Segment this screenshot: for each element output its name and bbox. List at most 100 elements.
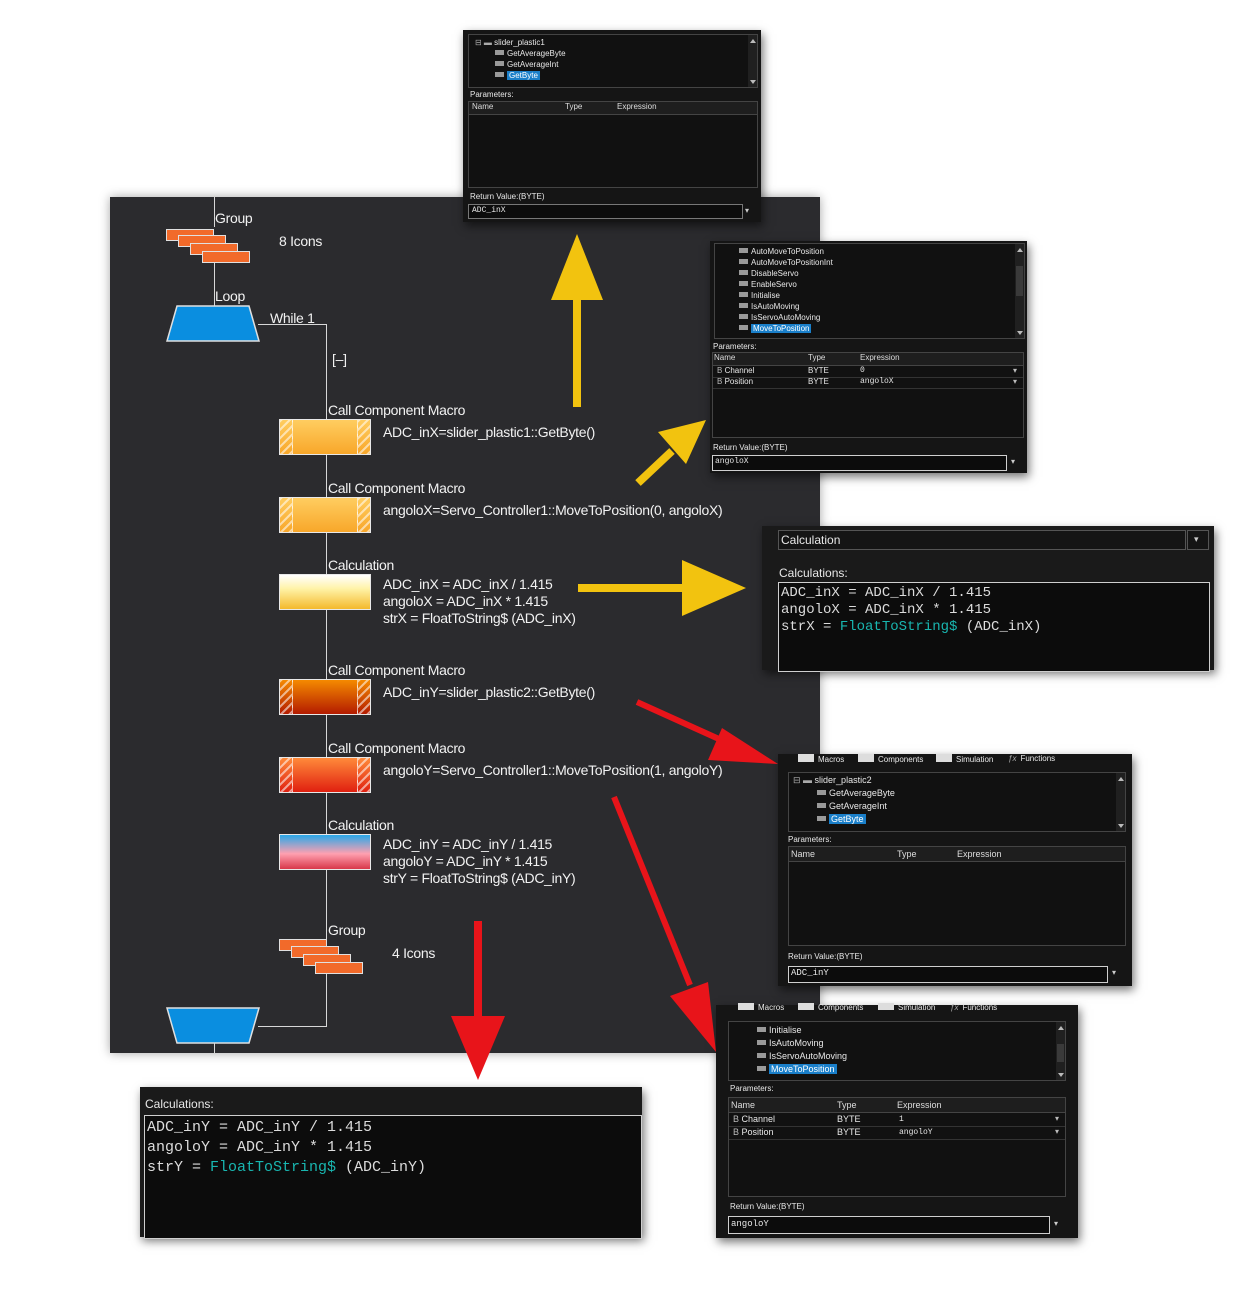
tree-node-macro-selected[interactable]: MoveToPosition bbox=[757, 1064, 837, 1074]
tree-node-macro-selected[interactable]: GetByte bbox=[495, 71, 540, 80]
parameters-grid[interactable]: Name Type Expression B Channel BYTE 0 ▾ … bbox=[712, 352, 1024, 438]
red-arrow-down-right bbox=[611, 795, 716, 1052]
calculation-icon[interactable] bbox=[279, 834, 371, 870]
tree-node-macro[interactable]: AutoMoveToPositionInt bbox=[739, 258, 833, 267]
component-macro-icon[interactable] bbox=[279, 679, 371, 715]
collapse-toggle[interactable]: [–] bbox=[332, 351, 347, 367]
chevron-down-icon[interactable]: ▾ bbox=[745, 206, 750, 215]
return-value-input[interactable]: ADC_inX bbox=[468, 204, 743, 219]
return-value-label: Return Value:(BYTE) bbox=[730, 1202, 805, 1211]
tree-node-macro[interactable]: Initialise bbox=[757, 1025, 802, 1035]
tab-components[interactable]: Components bbox=[858, 754, 923, 764]
parameters-label: Parameters: bbox=[730, 1084, 774, 1093]
flow-wire bbox=[214, 249, 215, 309]
tree-node-macro[interactable]: IsAutoMoving bbox=[757, 1038, 824, 1048]
calculation-icon[interactable] bbox=[279, 574, 371, 610]
param-row[interactable]: B Channel BYTE 0 ▾ bbox=[713, 366, 1023, 378]
loop-end-icon[interactable] bbox=[165, 1007, 261, 1045]
group-count: 8 Icons bbox=[279, 233, 323, 249]
flow-wire bbox=[258, 1026, 326, 1027]
tree-node-macro[interactable]: GetAverageInt bbox=[495, 60, 558, 69]
tree-node-component[interactable]: ⊟ ▬ slider_plastic2 bbox=[793, 775, 872, 785]
tab-macros[interactable]: Macros bbox=[738, 1003, 784, 1012]
tree-scrollbar[interactable] bbox=[1056, 1022, 1065, 1080]
group-label: Group bbox=[215, 210, 253, 226]
dropdown-button[interactable]: ▾ bbox=[1187, 530, 1209, 550]
tree-scrollbar[interactable] bbox=[1015, 244, 1024, 338]
tab-simulation[interactable]: Simulation bbox=[936, 754, 993, 764]
parameters-label: Parameters: bbox=[788, 835, 832, 844]
tree-node-macro-selected[interactable]: MoveToPosition bbox=[739, 324, 812, 333]
tree-node-macro[interactable]: Initialise bbox=[739, 291, 780, 300]
icon-type-dropdown[interactable]: Calculation bbox=[778, 530, 1186, 550]
col-expression: Expression bbox=[957, 849, 1002, 859]
col-name: Name bbox=[472, 102, 494, 111]
macro-tree[interactable]: ⊟ ▬ slider_plastic2 GetAverageByte GetAv… bbox=[788, 772, 1126, 832]
macro-title: Call Component Macro bbox=[328, 480, 466, 496]
chevron-down-icon[interactable]: ▾ bbox=[1013, 366, 1018, 375]
component-macro-icon[interactable] bbox=[279, 757, 371, 793]
calculation-dialog-1: Calculation ▾ Calculations: ADC_inX = AD… bbox=[762, 526, 1214, 672]
tree-node-macro[interactable]: GetAverageInt bbox=[817, 801, 887, 811]
macro-tree[interactable]: Initialise IsAutoMoving IsServoAutoMovin… bbox=[728, 1021, 1066, 1081]
tree-scrollbar[interactable] bbox=[748, 35, 757, 87]
component-macro-icon[interactable] bbox=[279, 419, 371, 455]
macro-title: Call Component Macro bbox=[328, 402, 466, 418]
parameters-grid[interactable]: Name Type Expression bbox=[468, 101, 758, 188]
macro-tree[interactable]: ⊟ ▬ slider_plastic1 GetAverageByte GetAv… bbox=[468, 34, 758, 88]
col-type: Type bbox=[837, 1100, 857, 1110]
macro-text: angoloX=Servo_Controller1::MoveToPositio… bbox=[383, 502, 723, 518]
tree-node-macro[interactable]: IsServoAutoMoving bbox=[739, 313, 820, 322]
chevron-down-icon[interactable]: ▾ bbox=[1055, 1114, 1060, 1123]
tab-macros[interactable]: Macros bbox=[798, 754, 844, 764]
param-row[interactable]: B Channel BYTE 1 ▾ bbox=[729, 1113, 1065, 1127]
macro-text: ADC_inY=slider_plastic2::GetByte() bbox=[383, 684, 595, 700]
return-value-input[interactable]: angoloY bbox=[728, 1216, 1050, 1234]
param-row[interactable]: B Position BYTE angoloX ▾ bbox=[713, 377, 1023, 389]
macro-text: angoloY=Servo_Controller1::MoveToPositio… bbox=[383, 762, 723, 778]
tree-scrollbar[interactable] bbox=[1116, 773, 1125, 831]
loop-start-icon[interactable] bbox=[165, 305, 261, 343]
loop-label: Loop bbox=[215, 288, 245, 304]
fx-icon: ƒx bbox=[1008, 754, 1017, 763]
flowchart-canvas[interactable]: Group 8 Icons Loop While 1 [–] Call Comp… bbox=[110, 197, 820, 1053]
tree-node-macro[interactable]: GetAverageByte bbox=[495, 49, 566, 58]
tab-simulation[interactable]: Simulation bbox=[878, 1003, 935, 1012]
chevron-down-icon[interactable]: ▾ bbox=[1055, 1127, 1060, 1136]
group-count: 4 Icons bbox=[392, 945, 436, 961]
tree-node-component[interactable]: ⊟ ▬ slider_plastic1 bbox=[475, 38, 545, 47]
red-arrow-right-down bbox=[635, 699, 778, 764]
tree-node-macro[interactable]: IsServoAutoMoving bbox=[757, 1051, 847, 1061]
chevron-down-icon[interactable]: ▾ bbox=[1011, 457, 1016, 466]
chevron-down-icon[interactable]: ▾ bbox=[1112, 968, 1117, 977]
param-row[interactable]: B Position BYTE angoloY ▾ bbox=[729, 1126, 1065, 1140]
tab-components[interactable]: Components bbox=[798, 1003, 863, 1012]
macro-tree[interactable]: AutoMoveToPosition AutoMoveToPositionInt… bbox=[714, 243, 1025, 339]
component-macro-icon[interactable] bbox=[279, 497, 371, 533]
yellow-arrow-right bbox=[578, 560, 746, 616]
parameters-grid[interactable]: Name Type Expression bbox=[788, 846, 1126, 946]
return-value-input[interactable]: angoloX bbox=[712, 455, 1007, 471]
tree-node-macro-selected[interactable]: GetByte bbox=[817, 814, 866, 824]
chevron-down-icon[interactable]: ▾ bbox=[1054, 1219, 1059, 1228]
tree-node-macro[interactable]: DisableServo bbox=[739, 269, 799, 278]
tree-node-macro[interactable]: IsAutoMoving bbox=[739, 302, 799, 311]
chevron-down-icon[interactable]: ▾ bbox=[1013, 377, 1018, 386]
group-icon[interactable] bbox=[315, 962, 363, 974]
tree-node-macro[interactable]: GetAverageByte bbox=[817, 788, 895, 798]
return-value-input[interactable]: ADC_inY bbox=[788, 966, 1108, 983]
col-type: Type bbox=[565, 102, 583, 111]
group-icon[interactable] bbox=[202, 251, 250, 263]
loop-condition: While 1 bbox=[270, 310, 315, 326]
tree-node-macro[interactable]: AutoMoveToPosition bbox=[739, 247, 824, 256]
tree-node-macro[interactable]: EnableServo bbox=[739, 280, 797, 289]
parameters-grid[interactable]: Name Type Expression B Channel BYTE 1 ▾ … bbox=[728, 1097, 1066, 1197]
macro-dialog-2: AutoMoveToPosition AutoMoveToPositionInt… bbox=[710, 241, 1027, 473]
